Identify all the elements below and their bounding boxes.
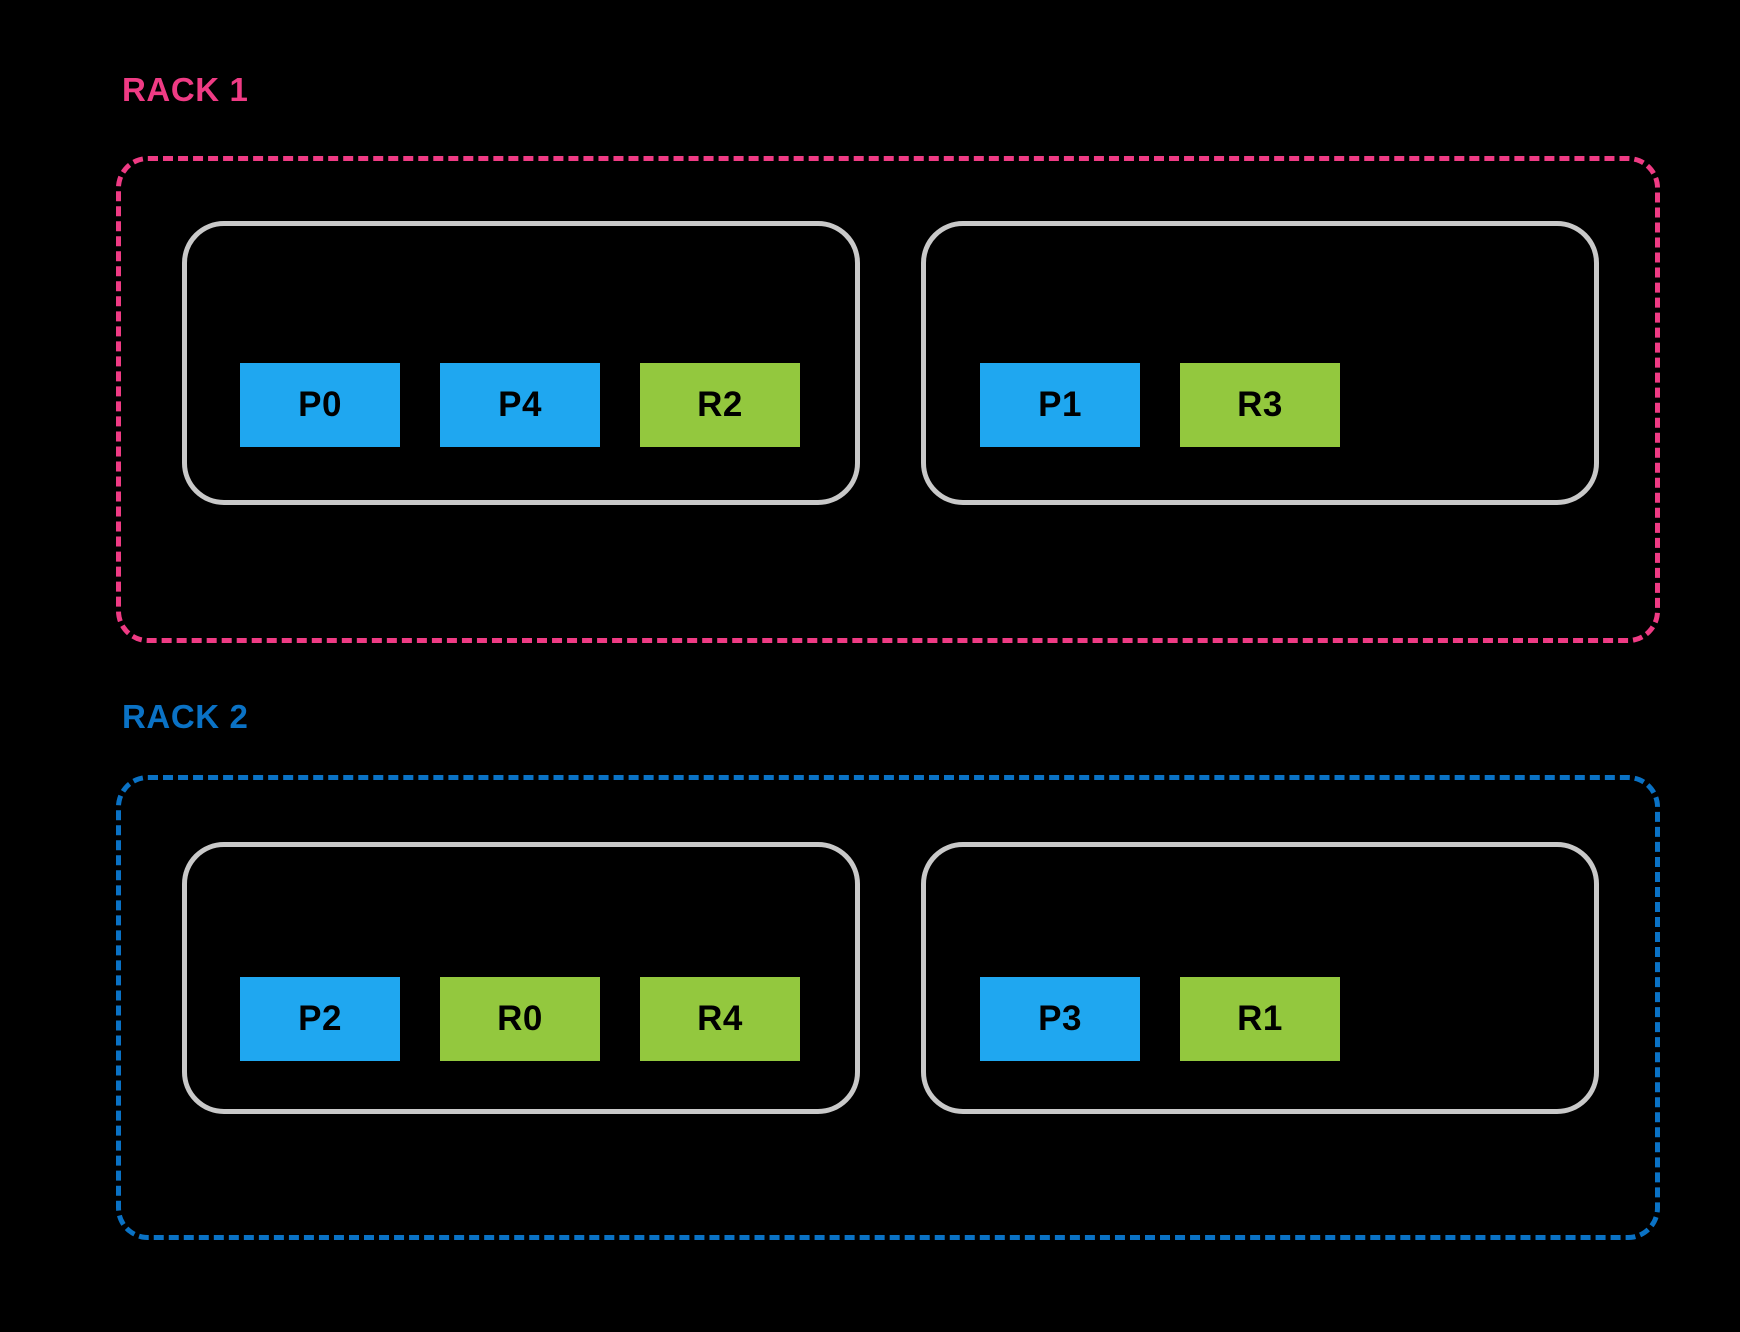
node-container <box>921 842 1599 1114</box>
node-container <box>182 842 860 1114</box>
partition-chip[interactable]: P2 <box>240 977 400 1061</box>
partition-chip[interactable]: P3 <box>980 977 1140 1061</box>
node-container <box>921 221 1599 505</box>
partition-chip[interactable]: P0 <box>240 363 400 447</box>
rack-label: RACK 1 <box>122 71 249 108</box>
partition-chip[interactable]: P1 <box>980 363 1140 447</box>
node-items-row: P2 R0 R4 <box>240 977 800 1061</box>
node-items-row: P1 R3 <box>980 363 1340 447</box>
replica-chip[interactable]: R1 <box>1180 977 1340 1061</box>
replica-chip[interactable]: R0 <box>440 977 600 1061</box>
partition-chip[interactable]: P4 <box>440 363 600 447</box>
replica-chip[interactable]: R2 <box>640 363 800 447</box>
replica-chip[interactable]: R3 <box>1180 363 1340 447</box>
rack-boundary <box>116 775 1660 1240</box>
node-items-row: P3 R1 <box>980 977 1340 1061</box>
rack-boundary <box>116 156 1660 643</box>
node-items-row: P0 P4 R2 <box>240 363 800 447</box>
node-container <box>182 221 860 505</box>
replica-chip[interactable]: R4 <box>640 977 800 1061</box>
rack-label: RACK 2 <box>122 698 249 735</box>
